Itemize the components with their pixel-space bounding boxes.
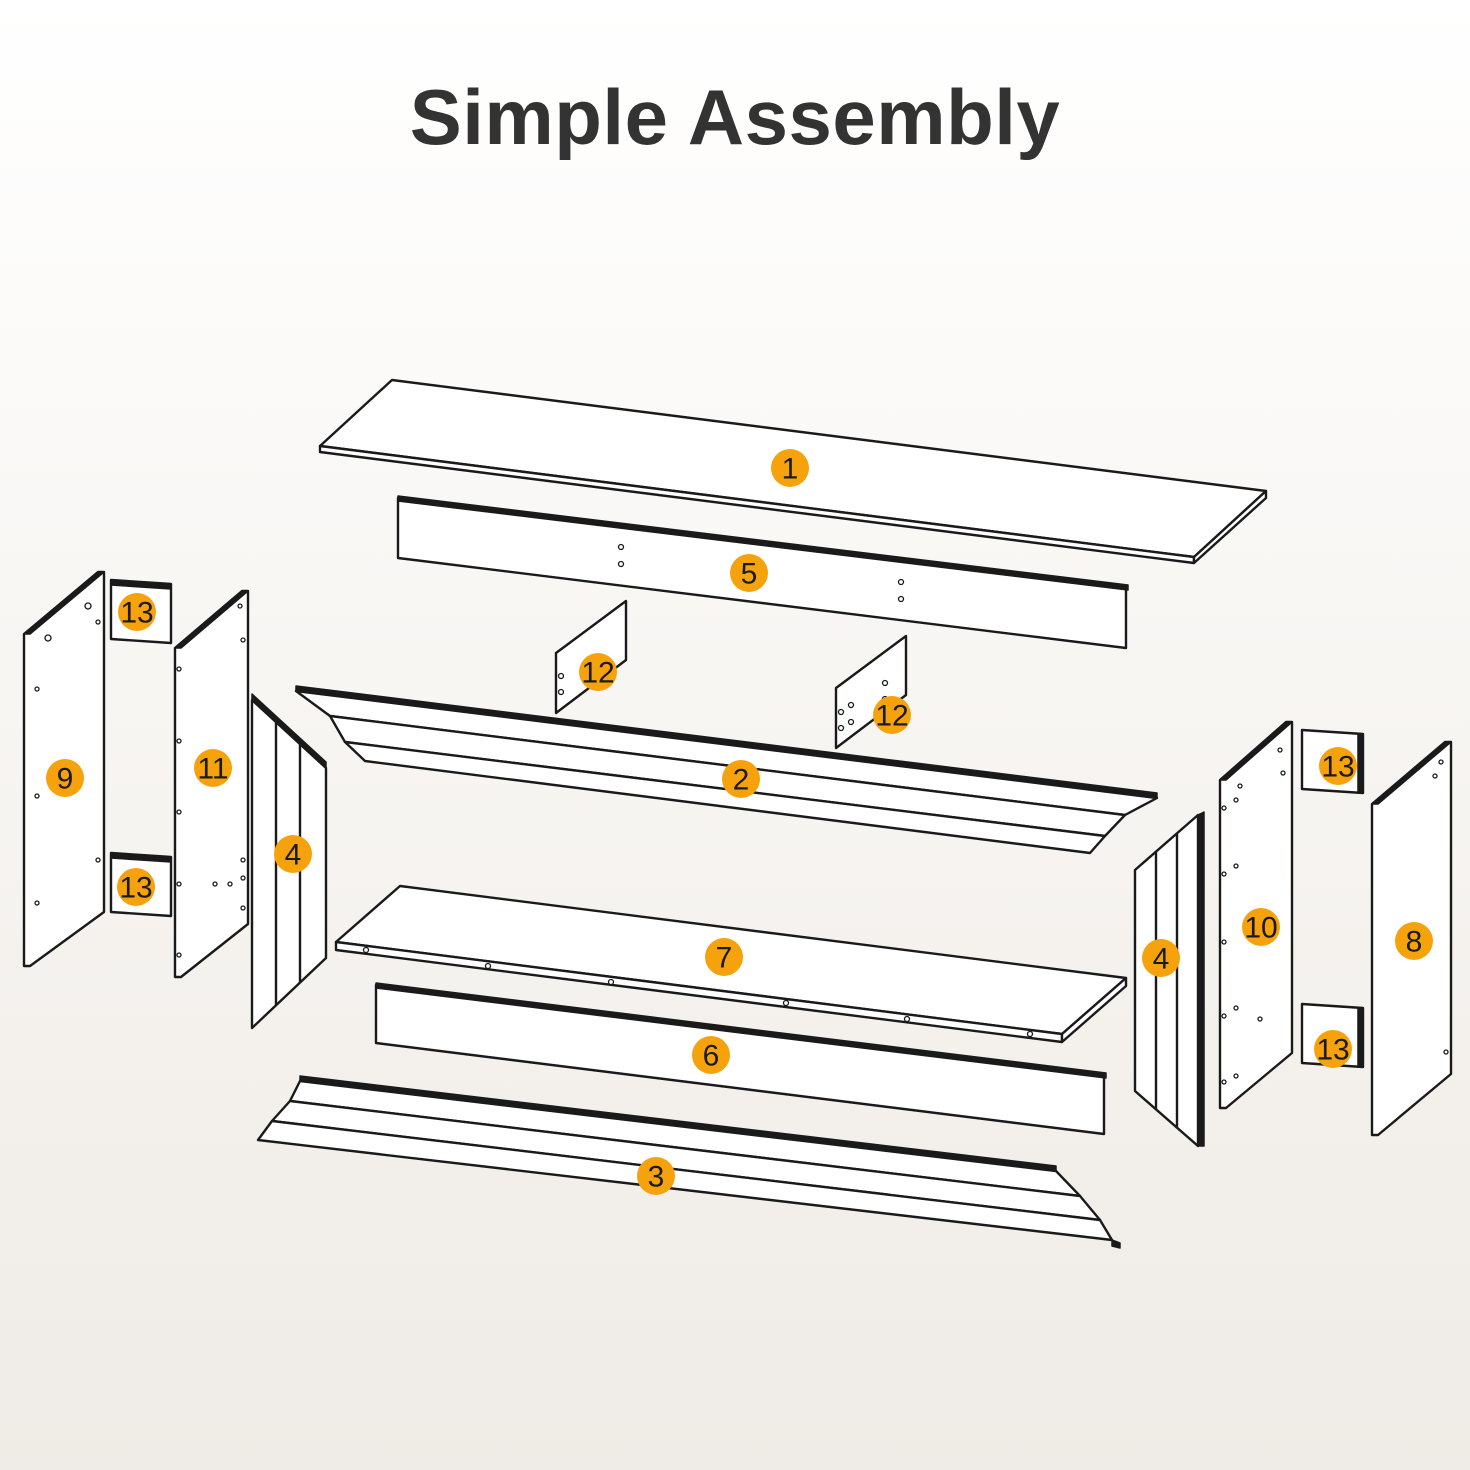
badge-label: 10	[1244, 912, 1277, 945]
badge-label: 11	[197, 753, 228, 786]
badge-circle	[705, 938, 743, 976]
badge-left-upper-spacer-block: 13	[118, 593, 156, 631]
badge-circle	[1395, 922, 1433, 960]
page-title: Simple Assembly	[409, 73, 1061, 161]
badge-label: 3	[648, 1161, 665, 1194]
badge-label: 4	[285, 839, 302, 872]
badge-left-support-bracket: 12	[579, 653, 617, 691]
badge-circle	[1142, 939, 1180, 977]
badge-circle	[692, 1036, 730, 1074]
badge-label: 12	[581, 657, 614, 690]
badge-label: 12	[875, 700, 908, 733]
badge-base-molding: 3	[637, 1157, 675, 1195]
part-bottom-back-rail	[374, 982, 1107, 1136]
badge-right-lower-spacer-block: 13	[1314, 1030, 1352, 1068]
badge-upper-molding: 2	[722, 760, 760, 798]
badge-right-side-molding: 4	[1142, 939, 1180, 977]
badge-label: 13	[120, 597, 153, 630]
badge-circle	[579, 653, 617, 691]
badge-circle	[1242, 908, 1280, 946]
badge-left-inner-side-panel: 11	[194, 749, 232, 787]
badge-top-panel: 1	[771, 449, 809, 487]
badge-right-upper-spacer-block: 13	[1319, 747, 1357, 785]
badge-circle	[771, 449, 809, 487]
badge-circle	[194, 749, 232, 787]
badge-circle	[117, 868, 155, 906]
badge-right-inner-side-panel: 10	[1242, 908, 1280, 946]
badge-circle	[873, 696, 911, 734]
badge-label: 13	[119, 872, 152, 905]
badge-left-lower-spacer-block: 13	[117, 868, 155, 906]
badge-right-support-bracket: 12	[873, 696, 911, 734]
badge-circle	[46, 759, 84, 797]
badge-label: 5	[741, 558, 758, 591]
badge-left-outer-side-panel: 9	[46, 759, 84, 797]
badge-circle	[637, 1157, 675, 1195]
part-right-support-bracket	[834, 634, 908, 750]
part-base-molding	[256, 1075, 1121, 1249]
badge-label: 7	[716, 942, 733, 975]
badge-label: 8	[1406, 926, 1423, 959]
badge-bottom-back-rail: 6	[692, 1036, 730, 1074]
part-right-side-molding	[1133, 811, 1205, 1148]
badge-label: 13	[1316, 1034, 1349, 1067]
badge-circle	[722, 760, 760, 798]
badge-label: 1	[782, 453, 799, 486]
badge-circle	[1319, 747, 1357, 785]
badge-left-side-molding: 4	[274, 835, 312, 873]
badge-label: 2	[733, 764, 750, 797]
badge-bottom-shelf: 7	[705, 938, 743, 976]
badge-label: 6	[703, 1040, 720, 1073]
badge-circle	[118, 593, 156, 631]
badge-circle	[1314, 1030, 1352, 1068]
badge-top-back-rail: 5	[730, 554, 768, 592]
badge-label: 4	[1153, 943, 1170, 976]
badge-circle	[730, 554, 768, 592]
badge-label: 9	[57, 763, 74, 796]
badge-right-outer-side-panel: 8	[1395, 922, 1433, 960]
badge-label: 13	[1321, 751, 1354, 784]
badge-circle	[274, 835, 312, 873]
